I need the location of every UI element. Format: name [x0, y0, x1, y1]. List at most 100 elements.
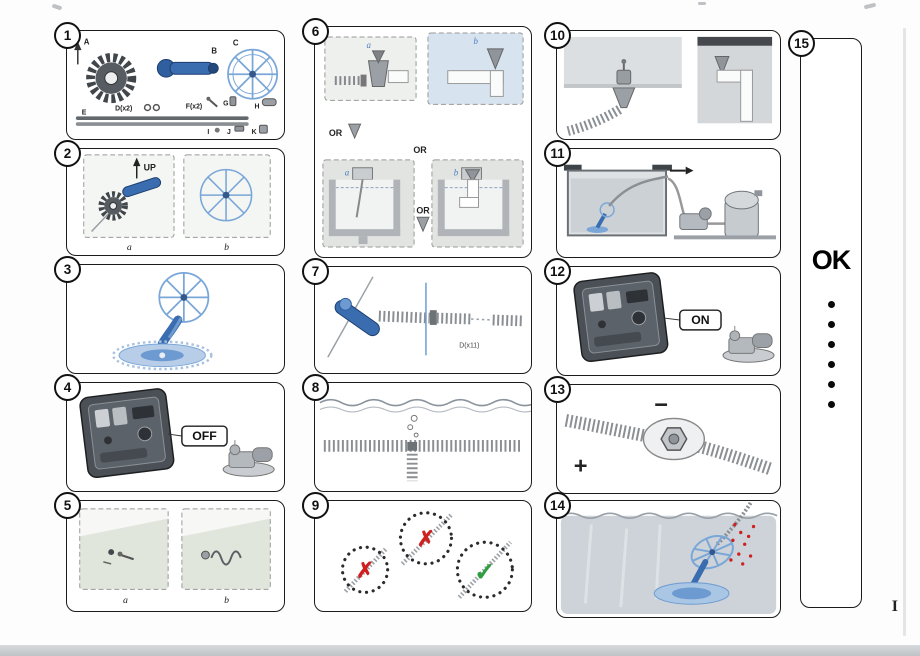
variant-b-border — [181, 508, 271, 590]
hose-coupling — [407, 441, 418, 451]
variant-a-label: a — [127, 242, 132, 253]
assembled-cleaner-illustration — [111, 271, 213, 371]
step-13-panel: 13 + − — [544, 376, 781, 494]
callout-line — [664, 317, 680, 321]
tank-b-label: b — [454, 168, 459, 178]
hose-curve — [566, 104, 624, 136]
pump-off-illustration: OFF — [79, 388, 275, 479]
off-switch-box — [181, 425, 228, 447]
hose-curve — [608, 175, 669, 207]
scan-edge-band — [0, 645, 920, 656]
deck-edge — [697, 36, 773, 46]
page-number: I — [891, 598, 898, 615]
surface-highlight — [181, 508, 271, 537]
cone-adaptor-icon — [347, 123, 362, 140]
step-5-panel: 5 a b — [54, 492, 285, 612]
ground-line — [673, 235, 777, 240]
scan-artifact — [863, 2, 877, 10]
plus-label: + — [574, 452, 588, 478]
bullet-dot — [827, 401, 835, 408]
wheel-part — [158, 271, 210, 323]
assembly-illustration: UP a b — [83, 154, 271, 253]
hose-adaptor — [334, 50, 409, 88]
step-6-badge: 6 — [302, 18, 329, 45]
or-label-2: OR — [413, 145, 427, 155]
wheel-part — [227, 48, 279, 100]
air-bubbles — [407, 414, 419, 438]
connection-options-illustration: a b OR OR a — [322, 32, 524, 248]
flow-arrow-icon — [669, 166, 694, 175]
on-switch-box — [679, 309, 722, 331]
step-15-badge: 15 — [788, 30, 815, 57]
hose-section — [436, 312, 472, 325]
filter-valve — [754, 190, 763, 197]
wall-edge — [563, 84, 682, 88]
rod-part — [75, 116, 249, 120]
step-1-badge: 1 — [54, 22, 81, 49]
cleaner-body — [690, 559, 709, 587]
pool-water — [570, 178, 664, 233]
step-13-badge: 13 — [544, 376, 571, 403]
option-a-label: a — [367, 40, 372, 50]
impeller-part — [86, 53, 137, 104]
step-14-badge: 14 — [544, 492, 571, 519]
on-label: ON — [691, 313, 710, 327]
hose-coil-dos-donts-illustration: ✗ ✗ ✓ — [340, 511, 514, 599]
variant-b-label: b — [224, 242, 229, 253]
minus-label: − — [654, 391, 668, 417]
variant-a-border — [79, 508, 169, 590]
filter-dome — [724, 190, 759, 210]
step-12-badge: 12 — [544, 258, 571, 285]
nut-center — [668, 433, 680, 445]
bullet-dot — [827, 361, 835, 368]
disc-center — [159, 352, 166, 359]
small-parts-illustration: a b — [79, 508, 271, 606]
step-6-panel: 6 a b OR OR a — [302, 18, 532, 258]
cross-icon: ✗ — [417, 526, 435, 551]
step-11-panel: 11 — [544, 140, 781, 258]
bullet-dots — [801, 301, 861, 408]
part-label-j: J — [227, 129, 231, 136]
wheel-part — [199, 168, 253, 222]
or-label-1: OR — [329, 128, 343, 138]
step-1-panel: 1 A B — [54, 22, 285, 140]
off-label: OFF — [192, 429, 217, 443]
disc-hub — [671, 587, 712, 600]
screw-part — [206, 96, 218, 108]
bullet-dot — [827, 341, 835, 348]
hose-line — [343, 546, 389, 593]
variant-b-label: b — [224, 595, 229, 606]
cross-icon: ✗ — [356, 558, 374, 583]
handle-part — [156, 58, 219, 78]
part-label-h: H — [255, 104, 260, 111]
step-4-badge: 4 — [54, 374, 81, 401]
option-b-label: b — [474, 36, 479, 46]
continuation-dots — [471, 318, 493, 321]
finned-disc-edge — [111, 340, 213, 371]
pool-circuit-illustration — [563, 164, 777, 240]
step-12-panel: 12 ON — [544, 258, 781, 376]
cleaner-body — [157, 315, 183, 348]
step-10-panel: 10 — [544, 22, 781, 140]
step-2-badge: 2 — [54, 140, 81, 167]
step-5-badge: 5 — [54, 492, 81, 519]
debris-dots — [729, 522, 756, 566]
step-15-panel: 15 OK — [788, 30, 862, 608]
step-14-panel: 14 — [544, 492, 781, 618]
step-7-badge: 7 — [302, 258, 329, 285]
hose-line — [400, 513, 454, 566]
up-arrow-icon — [133, 157, 141, 179]
step-9-badge: 9 — [302, 492, 329, 519]
swivel-part — [339, 297, 352, 311]
part-label-a: A — [84, 38, 90, 47]
up-arrow-icon — [74, 41, 82, 65]
bullet-dot — [827, 381, 835, 388]
callout-line — [168, 433, 182, 437]
skimmer-connection-illustration — [563, 36, 773, 136]
cleaner-in-pool — [586, 202, 615, 233]
part-label-d: D(x2) — [115, 106, 132, 113]
control-panel — [573, 272, 669, 363]
floating-hose-illustration — [319, 398, 531, 482]
step-3-panel: 3 — [54, 256, 285, 374]
